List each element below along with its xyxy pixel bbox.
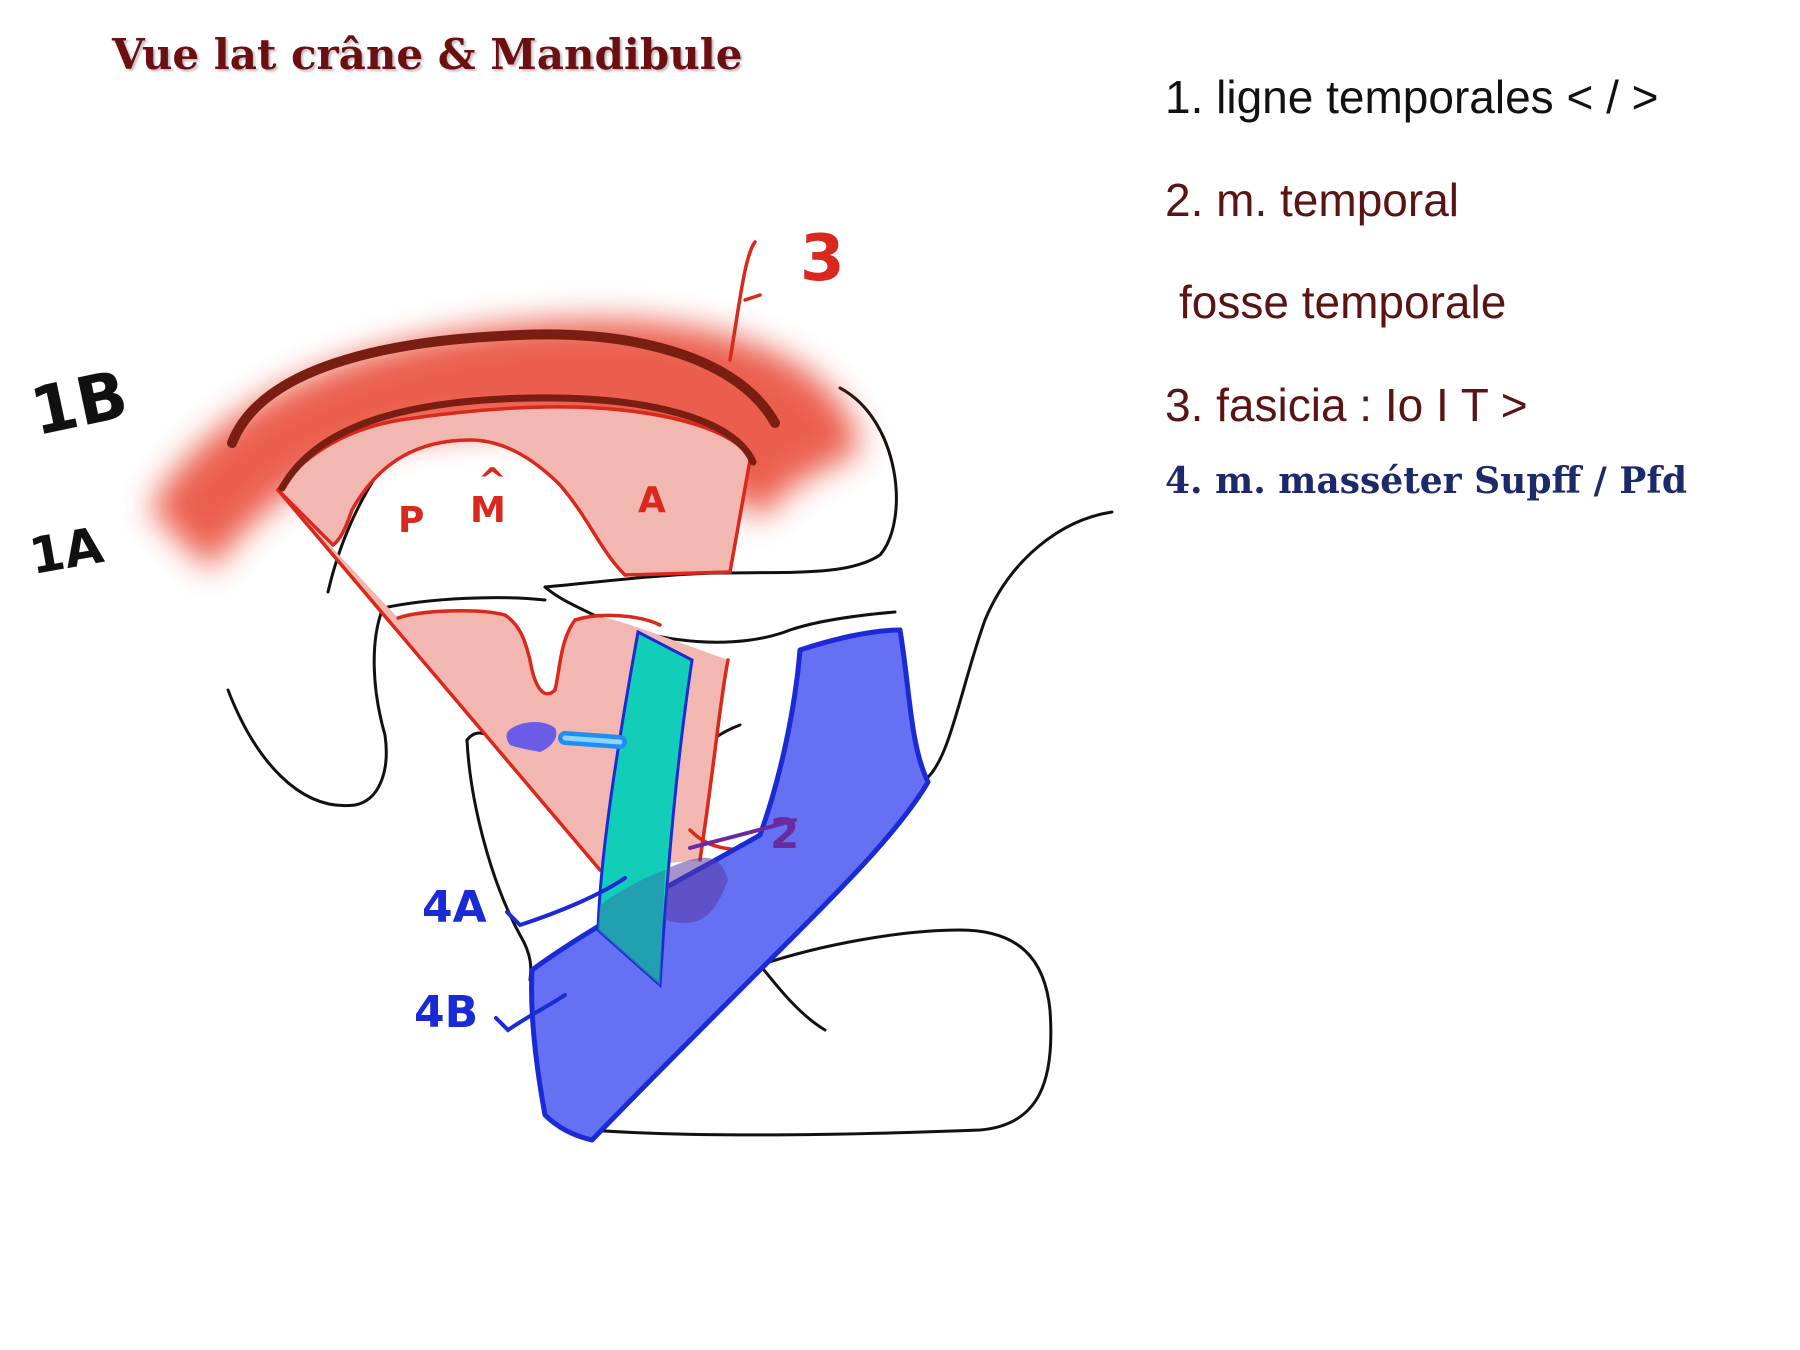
legend-item-temporal-muscle: 2. m. temporal: [1165, 174, 1459, 226]
superior-temporal-line: [227, 329, 780, 448]
label-3: 3: [800, 222, 845, 296]
masseter-overlap: [598, 870, 665, 985]
label-4a: 4A: [422, 882, 487, 933]
temporal-muscle-glow: [150, 320, 860, 570]
tmj-ligament-core: [562, 735, 623, 745]
inferior-temporal-line: [278, 394, 757, 492]
label-4b: 4B: [414, 987, 478, 1038]
label-1a: 1A: [25, 516, 108, 586]
diagram-title: Vue lat crâne & Mandibule: [112, 30, 743, 79]
fascia-pointer: [728, 240, 757, 362]
label-m-hat: ^: [478, 461, 507, 501]
condyle-outline: [226, 606, 388, 808]
skull-outline-right: [543, 386, 898, 589]
temporal-lines: [227, 329, 780, 492]
temporal-outline: [276, 240, 762, 872]
zygomatic-arch: [543, 585, 897, 644]
temporal-pointer: [688, 818, 797, 850]
oblique-line: [758, 963, 827, 1032]
temporal-muscle-fan: [275, 405, 752, 577]
articular-disc: [506, 722, 557, 752]
legend-item-temporal-fossa: fosse temporale: [1179, 276, 1507, 328]
masseter-pointers: [494, 876, 627, 1033]
label-1b: 1B: [24, 356, 134, 451]
mandibular-notch: [381, 596, 547, 610]
label-2: 2: [770, 809, 799, 858]
legend-item-fascia: 3. fasicia : Io I T >: [1165, 379, 1528, 431]
label-m: M: [470, 490, 506, 531]
fascia-pointer-tick: [743, 293, 762, 302]
label-p: P: [398, 500, 424, 541]
pointer-4b: [494, 993, 567, 1033]
pointer-4a: [505, 876, 627, 928]
legend-item-masseter: 4. m. masséter Supff / Pfd: [1165, 460, 1687, 502]
mandible-body-lower: [588, 928, 1053, 1137]
ramus-posterior: [465, 738, 533, 982]
legend-item-temporal-lines: 1. ligne temporales < / >: [1165, 71, 1659, 123]
label-a: A: [638, 480, 666, 521]
masseter-overlap-purple: [665, 857, 728, 924]
face-outline-right: [923, 510, 1114, 782]
